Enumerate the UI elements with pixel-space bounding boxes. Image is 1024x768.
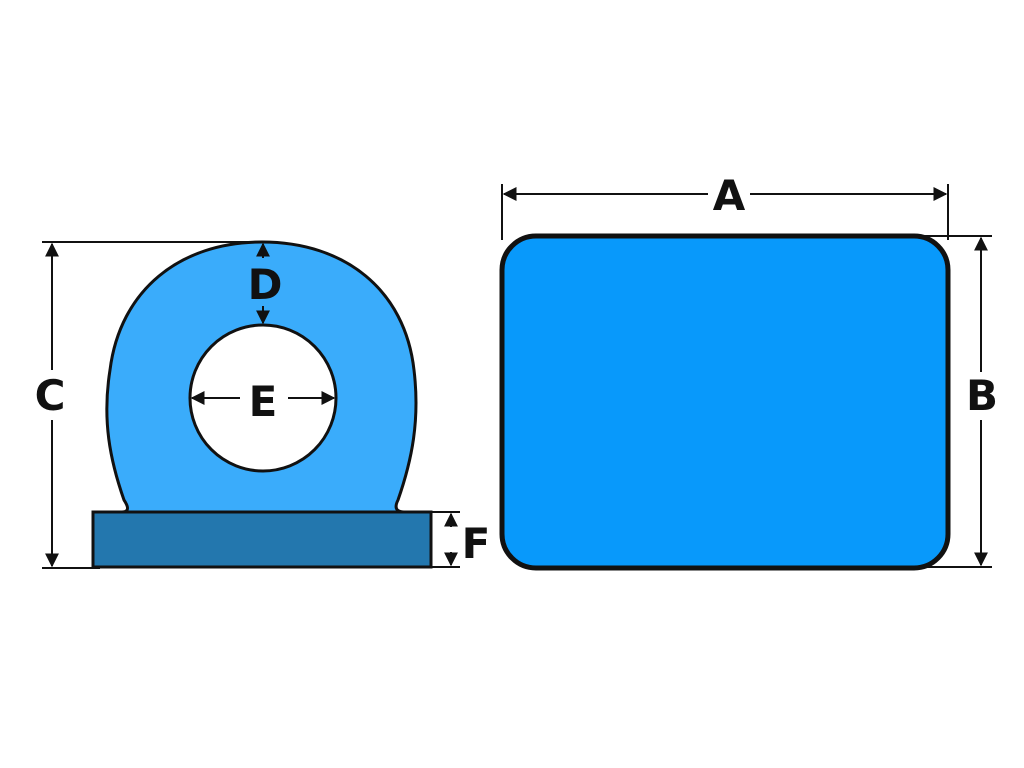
- dimension-c: C: [35, 241, 266, 569]
- dimension-b: B: [920, 235, 998, 568]
- ring-profile: [105, 240, 418, 514]
- dim-label-f: F: [462, 519, 491, 568]
- dim-label-b: B: [966, 371, 998, 420]
- base-plate: [91, 510, 433, 569]
- dim-label-e: E: [249, 377, 278, 426]
- dim-label-c: C: [35, 371, 66, 420]
- dim-label-d: D: [248, 260, 283, 309]
- rectangular-block: [499, 233, 951, 571]
- ring-hole: [188, 323, 338, 473]
- dimension-f: F: [431, 511, 491, 568]
- dim-label-a: A: [713, 171, 746, 220]
- dimension-d: D: [248, 242, 283, 325]
- dimension-a: A: [501, 171, 949, 240]
- dimension-e: E: [190, 377, 336, 426]
